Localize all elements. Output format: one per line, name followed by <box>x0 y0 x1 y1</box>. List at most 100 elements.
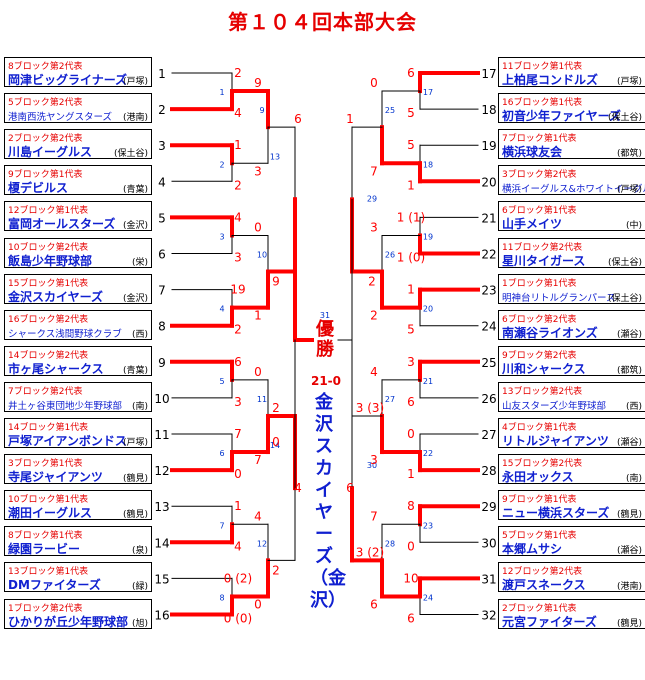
team-area: (保土谷) <box>113 149 148 160</box>
team-block: 10ブロック第1代表 <box>8 495 89 506</box>
score: 7 <box>234 427 242 441</box>
team-area: (緑) <box>131 582 148 593</box>
seed-number: 17 <box>481 67 496 81</box>
score: 7 <box>254 453 262 467</box>
game-number: 19 <box>423 232 433 241</box>
left-team-8: 16ブロック第2代表シャークス浅間野球クラブ(西) <box>4 309 152 340</box>
score: 5 <box>407 138 415 152</box>
game-number: 25 <box>385 106 395 115</box>
seed-number: 22 <box>481 248 496 262</box>
game-number: 24 <box>423 593 433 602</box>
game-number: 5 <box>219 377 224 386</box>
team-area: (鶴見) <box>616 510 642 521</box>
score: 4 <box>234 106 242 120</box>
score: 0 <box>272 435 280 449</box>
team-block: 5ブロック第2代表 <box>8 98 83 109</box>
score: 1 (0) <box>397 251 425 265</box>
score: 4 <box>234 539 242 553</box>
seed-number: 3 <box>158 139 166 153</box>
team-area: (都筑) <box>616 149 642 160</box>
game-number: 8 <box>219 593 224 602</box>
game-number: 23 <box>423 521 433 530</box>
winner-name: 金沢スカイヤーズ（金沢） <box>310 392 346 611</box>
seed-number: 9 <box>158 356 166 370</box>
score: 9 <box>254 76 262 90</box>
game-number: 12 <box>257 539 267 548</box>
team-name: ひかりが丘少年野球部 <box>8 614 129 629</box>
team-block: 16ブロック第1代表 <box>502 98 583 109</box>
score: 0 <box>254 597 262 611</box>
team-area: (西) <box>131 329 148 340</box>
team-area: (南) <box>131 401 148 412</box>
team-block: 2ブロック第2代表 <box>8 134 83 145</box>
score: 4 <box>254 509 262 523</box>
team-area: (戸塚) <box>616 185 642 196</box>
team-block: 12ブロック第2代表 <box>502 567 583 578</box>
seed-number: 28 <box>481 464 496 478</box>
team-area: (保土谷) <box>607 293 642 304</box>
game-number: 7 <box>219 521 224 530</box>
final-score: 21-0 <box>310 374 342 388</box>
game-number: 1 <box>219 88 224 97</box>
seed-number: 16 <box>154 609 169 623</box>
team-area: (泉) <box>131 546 148 557</box>
team-block: 11ブロック第1代表 <box>502 62 583 72</box>
team-area: (保土谷) <box>607 113 642 124</box>
score: 1 <box>346 112 354 126</box>
team-block: 7ブロック第2代表 <box>8 386 83 397</box>
left-team-10: 7ブロック第2代表井土ヶ谷東団地少年野球部(南) <box>4 381 152 412</box>
seed-number: 12 <box>154 464 169 478</box>
score: 4 <box>294 481 302 495</box>
score: 0 <box>370 76 378 90</box>
team-name: 潮田イーグルス <box>8 506 93 521</box>
game-number: 22 <box>423 449 433 458</box>
team-block: 7ブロック第1代表 <box>502 134 577 145</box>
score: 6 <box>407 66 415 80</box>
score: 3 <box>370 220 378 234</box>
team-name: 横浜イーグルス&ホワイトイーグルス合同 <box>502 184 645 196</box>
game-number: 21 <box>423 377 433 386</box>
team-block: 9ブロック第1代表 <box>8 170 83 181</box>
team-name: 岡津ビッグライナーズ <box>8 73 128 87</box>
right-team-31: 12ブロック第2代表渡戸スネークス(港南) <box>498 562 645 593</box>
score: 5 <box>407 106 415 120</box>
team-name: 上柏尾コンドルズ <box>502 73 599 87</box>
right-team-30: 5ブロック第1代表本郷ムサシ(瀬谷) <box>498 526 645 557</box>
team-block: 1ブロック第1代表 <box>502 278 577 289</box>
score: 3 <box>254 164 262 178</box>
seed-number: 10 <box>154 392 169 406</box>
team-name: 川島イーグルス <box>8 145 93 160</box>
right-team-27: 4ブロック第1代表リトルジャイアンツ(瀬谷) <box>498 418 645 448</box>
score: 5 <box>407 323 415 337</box>
team-name: 明神台リトルグランパース <box>502 292 616 304</box>
seed-number: 13 <box>154 500 169 514</box>
seed-number: 7 <box>158 284 166 298</box>
team-block: 3ブロック第1代表 <box>8 459 83 470</box>
score: 0 (2) <box>224 571 252 585</box>
seed-number: 6 <box>158 248 166 262</box>
team-name: 金沢スカイヤーズ <box>8 289 104 304</box>
score: 3 (2) <box>356 545 384 559</box>
score: 6 <box>407 612 415 626</box>
right-team-22: 11ブロック第2代表星川タイガース(保土谷) <box>498 237 645 268</box>
left-team-13: 10ブロック第1代表潮田イーグルス(鶴見) <box>4 490 152 521</box>
team-name: 榎デビルス <box>8 181 69 196</box>
seed-number: 4 <box>158 175 166 189</box>
team-block: 6ブロック第1代表 <box>502 206 577 217</box>
team-area: (旭) <box>131 618 148 629</box>
team-block: 14ブロック第1代表 <box>8 423 89 433</box>
seed-number: 23 <box>481 284 496 298</box>
game-number: 20 <box>423 305 433 314</box>
team-name: 星川タイガース <box>502 253 586 268</box>
score: 0 <box>254 220 262 234</box>
left-team-9: 14ブロック第2代表市ヶ尾シャークス(青葉) <box>4 345 152 376</box>
right-team-21: 6ブロック第1代表山手メイツ(中) <box>498 201 645 232</box>
score: 0 <box>234 467 242 481</box>
game-number: 9 <box>259 106 264 115</box>
game-number: 6 <box>219 449 224 458</box>
team-block: 8ブロック第2代表 <box>8 62 83 72</box>
game-number: 18 <box>423 160 433 169</box>
team-area: (金沢) <box>122 293 148 304</box>
game-number: 29 <box>367 194 377 203</box>
